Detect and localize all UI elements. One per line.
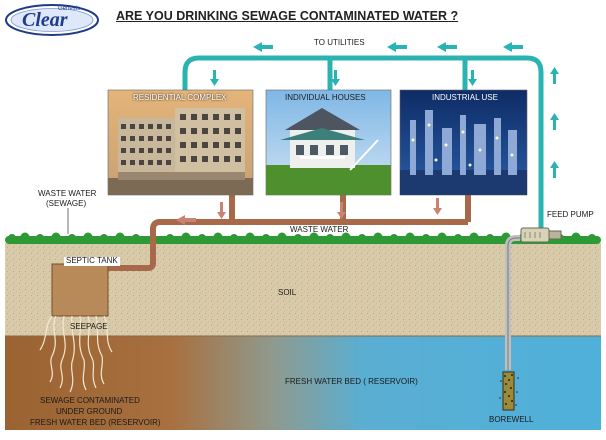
industrial-use-label: INDUSTRIAL USE	[432, 93, 498, 102]
arrow-waste-left	[176, 215, 196, 225]
waste-arrows	[176, 198, 442, 225]
logo-brand: Clear	[22, 9, 68, 31]
seepage-lines	[39, 315, 113, 393]
waste-water-sewage-label-1: WASTE WATER	[38, 189, 97, 198]
sewage-contaminated-label-2: UNDER GROUND	[56, 407, 123, 416]
individual-houses-label: INDIVIDUAL HOUSES	[285, 93, 366, 102]
industrial-use-photo	[399, 89, 528, 196]
sewage-contaminated-label-1: SEWAGE CONTAMINATED	[40, 396, 140, 405]
arrow-down-3	[468, 70, 477, 86]
supply-arrows	[210, 42, 559, 178]
arrow-waste-down-3	[433, 198, 442, 215]
seepage-label: SEEPAGE	[70, 322, 108, 331]
waste-water-sewage-label-2: (SEWAGE)	[46, 199, 87, 208]
water-layer	[5, 336, 601, 430]
arrow-up-1	[550, 67, 559, 84]
arrow-left-4	[503, 42, 523, 52]
logo-small-text: Genesis	[58, 6, 81, 12]
arrow-left-2	[387, 42, 407, 52]
residential-label: RESIDENTIAL COMPLEX	[133, 93, 227, 102]
waste-water-label: WASTE WATER	[290, 225, 349, 234]
arrow-down-1	[210, 70, 219, 86]
borewell-label: BOREWELL	[489, 415, 534, 424]
individual-houses-photo	[265, 89, 392, 196]
fresh-water-bed-label: FRESH WATER BED ( RESERVOIR)	[285, 377, 418, 386]
arrow-down-2	[331, 70, 340, 86]
page-title: ARE YOU DRINKING SEWAGE CONTAMINATED WAT…	[116, 9, 459, 23]
septic-tank	[51, 263, 109, 317]
feed-pump-label: FEED PUMP	[547, 210, 594, 219]
arrow-up-3	[550, 161, 559, 178]
septic-tank-label: SEPTIC TANK	[64, 256, 120, 266]
clear-logo	[5, 4, 99, 36]
arrow-waste-down-1	[217, 202, 226, 219]
arrow-left-3	[437, 42, 457, 52]
arrow-up-2	[550, 113, 559, 130]
arrow-left-1	[253, 42, 273, 52]
waste-pipe	[108, 195, 471, 271]
borewell-pipe	[499, 235, 520, 411]
residential-photo	[107, 89, 254, 196]
feed-pump	[520, 227, 562, 243]
soil-label: SOIL	[278, 288, 297, 297]
arrow-waste-down-2	[337, 202, 346, 219]
to-utilities-label: TO UTILITIES	[314, 38, 365, 47]
sewage-contaminated-label-3: FRESH WATER BED (RESERVOIR)	[30, 418, 161, 427]
